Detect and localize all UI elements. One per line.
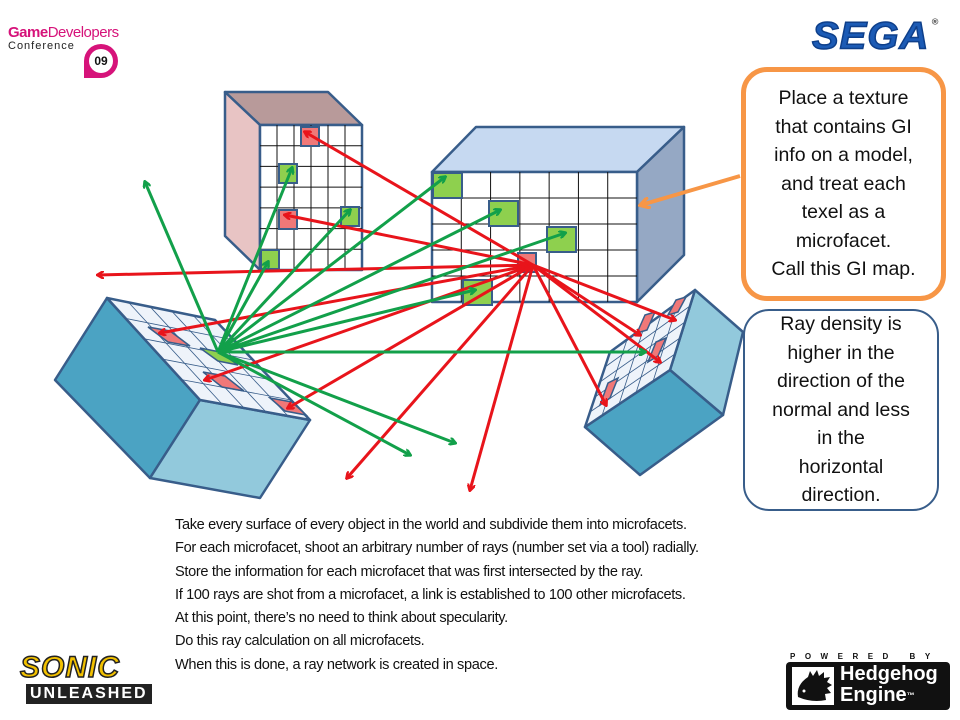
unleashed-title: UNLEASHED — [26, 684, 152, 704]
microfacet-green — [546, 226, 577, 253]
red-ray-arrow — [532, 263, 640, 335]
green-ray-arrow — [216, 168, 292, 353]
microfacet-red — [666, 295, 688, 317]
microfacet-green — [488, 200, 519, 227]
red-ray-arrow — [531, 264, 606, 405]
registered-mark: ® — [931, 17, 940, 27]
green-ray-arrow — [217, 210, 500, 354]
grid-line — [618, 327, 645, 405]
sonic-unleashed-logo: SONIC UNLEASHED — [19, 651, 160, 708]
microfacet-red — [278, 209, 298, 230]
microfacet-green — [432, 172, 463, 199]
text-line: At this point, there’s no need to think … — [175, 610, 508, 627]
green-ray-arrow — [217, 177, 445, 354]
green-ray-arrow — [216, 210, 350, 354]
grid-line — [144, 338, 254, 361]
ray-density-callout: Ray density is higher in the direction o… — [743, 309, 939, 511]
hedgehog-word: Hedgehog — [840, 663, 938, 685]
powered-by: POWERED BY — [790, 652, 940, 661]
red-ray-arrow — [532, 263, 660, 362]
tall-box — [223, 90, 364, 272]
gdc-word-game: Game — [8, 24, 48, 41]
red-ray-arrow — [160, 263, 534, 333]
red-ray-arrow — [205, 263, 534, 380]
red-ray-arrow — [288, 263, 534, 408]
hedgehog-icon — [792, 667, 834, 705]
grid-line — [149, 306, 245, 409]
sega-logo: SEGA® — [811, 14, 938, 58]
green-ray-arrow — [217, 290, 475, 354]
red-ray-arrow — [532, 263, 675, 320]
grid-line — [128, 302, 223, 405]
red-ray-arrow — [98, 263, 534, 275]
green-ray-arrow — [217, 233, 565, 354]
engine-word: Engine — [840, 684, 907, 706]
green-ray-arrow — [217, 350, 410, 455]
text-line: When this is done, a ray network is crea… — [175, 656, 498, 673]
callout-pointer-arrow — [641, 174, 741, 205]
text-line: If 100 rays are shot from a microfacet, … — [175, 586, 686, 603]
text-line: For each microfacet, shoot an arbitrary … — [175, 540, 699, 557]
gdc-word-developers: Developers — [47, 24, 119, 41]
green-ray-arrow — [217, 350, 455, 443]
green-ray-arrow — [216, 262, 268, 353]
text-line: Store the information for each microface… — [175, 563, 644, 580]
microfacet-green — [260, 249, 280, 270]
gdc-year: 09 — [89, 49, 113, 73]
red-ray-arrow — [347, 264, 535, 478]
sonic-title: SONIC — [19, 651, 121, 685]
red-ray-arrow — [470, 264, 535, 490]
sega-text: SEGA — [811, 14, 930, 57]
trademark: ™ — [906, 691, 915, 700]
text-line: Do this ray calculation on all microface… — [175, 633, 425, 650]
gi-map-callout: Place a texture that contains GI info on… — [741, 67, 946, 301]
gdc-year-badge: 09 — [84, 44, 118, 78]
description-text: Take every surface of every object in th… — [175, 514, 699, 677]
gdc-conference: Conference — [8, 40, 75, 52]
text-line: Take every surface of every object in th… — [175, 517, 687, 533]
microfacet-green — [199, 347, 239, 366]
gdc-logo: GameDevelopers Conference 09 — [8, 24, 148, 84]
grid-line — [162, 358, 273, 381]
green-ray-arrow — [145, 182, 220, 353]
